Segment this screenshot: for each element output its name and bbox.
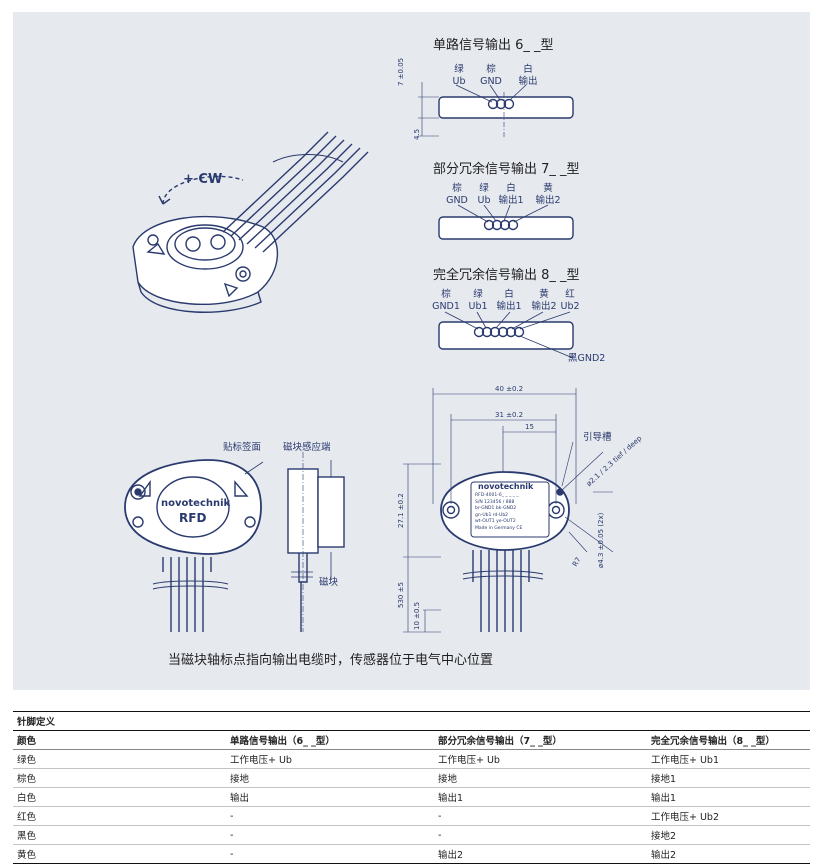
header-partial: 部分冗余信号输出（7_ _型）: [434, 730, 647, 750]
partial-view: [438, 204, 574, 240]
cell: 红色: [13, 806, 226, 826]
magnet-label: 磁块: [319, 577, 339, 588]
cell: 输出1: [434, 787, 647, 807]
dim-31: 31 ±0.2: [495, 411, 524, 419]
cell: 接地2: [647, 825, 810, 845]
cell: -: [226, 825, 434, 845]
cell: 绿色: [13, 749, 226, 769]
table-title: 针脚定义: [13, 711, 810, 731]
table-row: 黑色--接地2: [13, 825, 810, 845]
partial-redundant-title: 部分冗余信号输出 7_ _型: [433, 162, 580, 177]
model-label: RFD: [179, 511, 207, 525]
pin-definition-table: 针脚定义 颜色 单路信号输出（6_ _型） 部分冗余信号输出（7_ _型） 完全…: [13, 711, 810, 864]
cell: 棕色: [13, 768, 226, 788]
dimensioned-view: [403, 388, 614, 633]
cell: -: [226, 806, 434, 826]
brand-label: novotechnik: [161, 498, 231, 509]
cell: 输出1: [647, 787, 810, 807]
dim-4-5: 4.5: [413, 128, 421, 140]
dim-15: 15: [525, 423, 534, 431]
cell: 工作电压+ Ub: [226, 749, 434, 769]
cell: 白色: [13, 787, 226, 807]
cell: 工作电压+ Ub: [434, 749, 647, 769]
single-pin-3: 白输出: [518, 64, 538, 87]
table-row: 红色--工作电压+ Ub2: [13, 806, 810, 826]
single-output-title: 单路信号输出 6_ _型: [433, 38, 554, 53]
cell: 黄色: [13, 844, 226, 864]
partial-pin-4: 黄输出2: [535, 183, 561, 206]
drawing-caption: 当磁块轴标点指向输出电缆时，传感器位于电气中心位置: [168, 653, 494, 668]
cell: 输出: [226, 787, 434, 807]
header-full: 完全冗余信号输出（8_ _型）: [647, 730, 810, 750]
single-view: [418, 82, 574, 138]
dim-27-1: 27.1 ±0.2: [397, 493, 405, 528]
technical-drawing: 单路信号输出 6_ _型 部分冗余信号输出 7_ _型 完全冗余信号输出 8_ …: [13, 12, 810, 690]
full-redundant-title: 完全冗余信号输出 8_ _型: [433, 268, 580, 283]
dim-7: 7 ±0.05: [397, 57, 405, 86]
isometric-sensor: [132, 131, 369, 313]
dim-40: 40 ±0.2: [495, 385, 524, 393]
dim-530: 530 ±5: [397, 582, 405, 608]
cell: 工作电压+ Ub1: [647, 749, 810, 769]
dim-10: 10 ±0.5: [413, 601, 421, 630]
cell: 黑色: [13, 825, 226, 845]
header-single: 单路信号输出（6_ _型）: [226, 730, 434, 750]
table-row: 棕色接地接地接地1: [13, 768, 810, 788]
label-sticker: 贴标签面: [223, 442, 262, 453]
cell: 输出2: [434, 844, 647, 864]
cell: 接地1: [647, 768, 810, 788]
full-view: [438, 311, 574, 359]
front-view: [124, 459, 264, 632]
drawing-lines: [124, 82, 614, 633]
full-black-label: 黑GND2: [568, 353, 606, 364]
full-pin-4: 黄输出2: [531, 289, 557, 312]
cell: 工作电压+ Ub2: [647, 806, 810, 826]
magnet-sensing-end: 磁块感应端: [283, 442, 331, 453]
header-color: 颜色: [13, 730, 226, 750]
full-pin-3: 白输出1: [496, 289, 522, 312]
rotation-label: + CW: [183, 172, 223, 187]
partial-pin-3: 白输出1: [498, 183, 524, 206]
cell: -: [434, 806, 647, 826]
guide-groove-label: 引导槽: [583, 432, 612, 443]
cell: -: [226, 844, 434, 864]
plate-text: RFD-4001-6_ _ _ _ _ S/N 123456 / 888 br-…: [475, 493, 523, 531]
side-view: [287, 452, 345, 632]
cell: -: [434, 825, 647, 845]
dim-mount: ø4.3 ±0.05 (2x): [597, 512, 605, 568]
cell: 输出2: [647, 844, 810, 864]
plate-brand: novotechnik: [478, 482, 534, 491]
cell: 接地: [226, 768, 434, 788]
cell: 接地: [434, 768, 647, 788]
